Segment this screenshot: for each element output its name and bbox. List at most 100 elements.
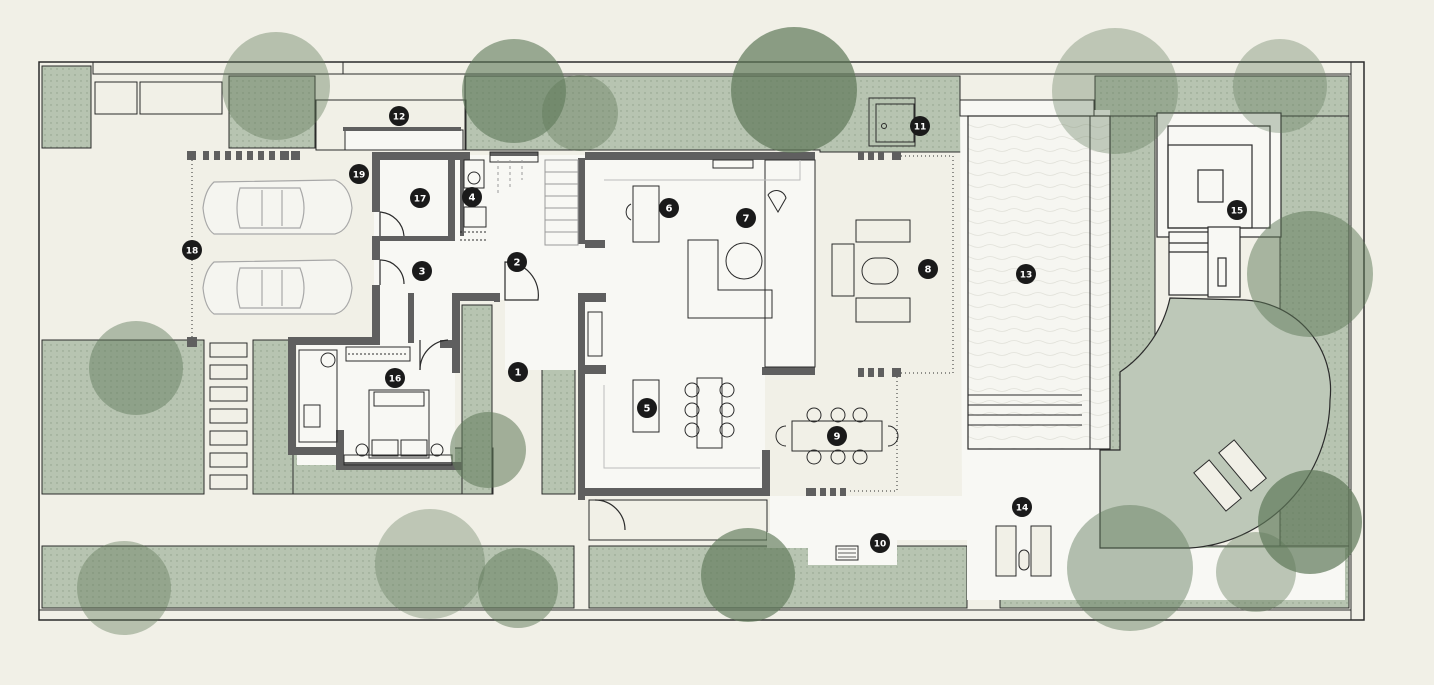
garden-bed	[228, 75, 316, 149]
room-marker-badge	[736, 208, 756, 228]
room-marker-15: 15	[1227, 200, 1247, 220]
room-marker-number: 13	[1020, 271, 1033, 281]
room-marker-badge	[508, 362, 528, 382]
room-marker-number: 11	[914, 123, 927, 133]
room-marker-number: 19	[353, 171, 366, 181]
room-marker-badge	[637, 398, 657, 418]
room-marker-17: 17	[410, 188, 430, 208]
room-marker-badge	[349, 164, 369, 184]
room-marker-badge	[412, 261, 432, 281]
stairs-icon	[497, 159, 579, 246]
room-marker-number: 10	[874, 540, 887, 550]
room-marker-3: 3	[412, 261, 432, 281]
room-marker-badge	[385, 368, 405, 388]
room-marker-number: 1	[515, 368, 522, 379]
garden-lights	[806, 152, 901, 498]
car-icon	[202, 259, 353, 315]
room-marker-6: 6	[659, 198, 679, 218]
room-marker-5: 5	[637, 398, 657, 418]
room-marker-number: 14	[1016, 504, 1029, 514]
room-marker-badge	[870, 533, 890, 553]
walls	[288, 152, 815, 500]
room-marker-badge	[1016, 264, 1036, 284]
room-marker-badge	[659, 198, 679, 218]
room-marker-number: 4	[469, 193, 476, 204]
tree-icon	[1067, 505, 1193, 631]
sofa-icon	[687, 239, 773, 319]
tree-icon	[1052, 28, 1178, 154]
room-marker-11: 11	[910, 116, 930, 136]
stepping-stone	[209, 364, 248, 380]
room-marker-badge	[827, 426, 847, 446]
room-marker-badge	[918, 259, 938, 279]
bed-icon	[355, 389, 444, 459]
room-marker-badge	[182, 240, 202, 260]
tree-icon	[462, 39, 566, 143]
tree-icon	[1247, 211, 1373, 337]
room-marker-9: 9	[827, 426, 847, 446]
tree-icon	[222, 32, 330, 140]
room-marker-19: 19	[349, 164, 369, 184]
room-marker-7: 7	[736, 208, 756, 228]
room-marker-badge	[1227, 200, 1247, 220]
windows	[343, 151, 816, 541]
tree-icon	[77, 541, 171, 635]
tree-icon	[375, 509, 485, 619]
pool-house	[1156, 112, 1282, 298]
stepping-stone	[209, 342, 248, 358]
stepping-stone	[209, 474, 248, 490]
room-marker-number: 18	[186, 247, 199, 257]
tree-icon	[1258, 470, 1362, 574]
stepping-stone	[209, 430, 248, 446]
furniture	[298, 159, 911, 469]
room-marker-4: 4	[462, 187, 482, 207]
room-marker-13: 13	[1016, 264, 1036, 284]
room-marker-number: 2	[514, 258, 521, 269]
room-marker-badge	[507, 252, 527, 272]
room-marker-badge	[910, 116, 930, 136]
garden-bed	[252, 339, 294, 495]
stepping-stone	[209, 386, 248, 402]
pool	[767, 97, 1345, 600]
room-marker-10: 10	[870, 533, 890, 553]
room-marker-number: 8	[925, 265, 932, 276]
stepping-stone	[209, 452, 248, 468]
room-marker-12: 12	[389, 106, 409, 126]
room-marker-number: 7	[743, 214, 750, 225]
room-marker-14: 14	[1012, 497, 1032, 517]
car-icon	[202, 179, 353, 235]
tree-icon	[478, 548, 558, 628]
tree-icon	[542, 75, 618, 151]
room-marker-number: 6	[666, 204, 673, 215]
room-marker-1: 1	[508, 362, 528, 382]
garden-bed	[41, 65, 92, 149]
dining-table-icon	[775, 407, 899, 465]
room-marker-number: 15	[1231, 207, 1244, 217]
room-marker-8: 8	[918, 259, 938, 279]
room-marker-number: 17	[414, 195, 427, 205]
tree-icon	[450, 412, 526, 488]
sun-lounger-icon	[995, 439, 1267, 577]
garden-bed	[41, 339, 205, 495]
room-marker-number: 12	[393, 113, 406, 123]
room-marker-2: 2	[507, 252, 527, 272]
tree-icon	[89, 321, 183, 415]
room-marker-number: 3	[419, 267, 426, 278]
room-marker-badge	[410, 188, 430, 208]
room-marker-badge	[462, 187, 482, 207]
tree-icon	[731, 27, 857, 153]
room-marker-number: 5	[644, 404, 651, 415]
room-marker-18: 18	[182, 240, 202, 260]
room-marker-number: 16	[389, 375, 402, 385]
stepping-stone	[209, 408, 248, 424]
room-marker-badge	[389, 106, 409, 126]
room-marker-number: 9	[834, 432, 841, 443]
tree-icon	[1233, 39, 1327, 133]
door-swing-icon	[379, 211, 626, 531]
room-marker-badge	[1012, 497, 1032, 517]
tree-icon	[701, 528, 795, 622]
room-marker-16: 16	[385, 368, 405, 388]
trees	[77, 27, 1373, 635]
